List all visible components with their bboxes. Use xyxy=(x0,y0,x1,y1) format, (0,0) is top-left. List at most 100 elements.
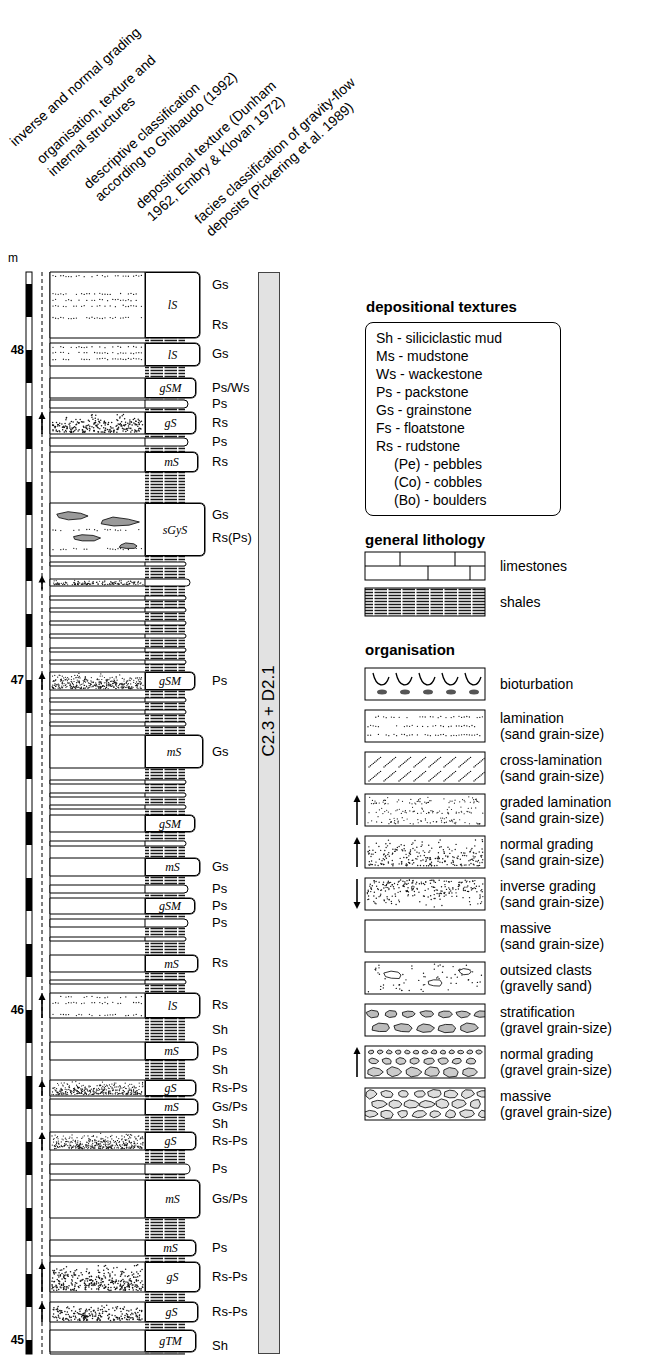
grain-dot xyxy=(98,1265,100,1267)
limestone-bed xyxy=(50,858,200,876)
grain-dot xyxy=(76,294,77,295)
grain-dot xyxy=(113,1089,114,1090)
grain-dot xyxy=(102,1089,103,1090)
grain-dot xyxy=(129,1141,130,1142)
grain-dot xyxy=(93,427,95,429)
grain-dot xyxy=(108,1092,109,1093)
column-divider xyxy=(145,793,146,797)
grain-dot xyxy=(111,1147,112,1148)
grain-dot xyxy=(129,1289,131,1291)
grain-dot xyxy=(78,1091,79,1092)
grain-dot xyxy=(59,688,60,689)
grain-dot xyxy=(87,680,88,681)
grain-dot xyxy=(137,1290,139,1292)
grain-dot xyxy=(64,584,65,585)
grain-dot xyxy=(123,1141,124,1142)
grain-dot xyxy=(100,1148,101,1149)
bed-outline xyxy=(50,412,196,434)
grain-dot xyxy=(63,1092,64,1093)
grain-dot xyxy=(100,1085,101,1086)
grain-dot xyxy=(136,300,137,301)
grain-dot xyxy=(133,682,134,683)
grain-dot xyxy=(73,1272,75,1274)
limestone-bed xyxy=(50,1042,198,1060)
grain-dot xyxy=(56,1092,57,1093)
grain-dot xyxy=(138,428,140,430)
grain-dot xyxy=(97,317,98,318)
grain-dot xyxy=(101,1087,102,1088)
grain-dot xyxy=(102,1138,103,1139)
grain-dot xyxy=(85,1145,86,1146)
grain-dot xyxy=(141,1003,142,1004)
grain-dot xyxy=(113,1281,115,1283)
grain-dot xyxy=(91,426,93,428)
grain-dot xyxy=(125,682,126,683)
grain-dot xyxy=(119,1093,120,1094)
grain-dot xyxy=(62,1084,63,1085)
grain-dot xyxy=(104,431,106,433)
grain-dot xyxy=(85,1088,86,1089)
grain-dot xyxy=(97,1093,98,1094)
grain-dot xyxy=(103,1094,104,1095)
grain-dot xyxy=(64,431,66,433)
grain-dot xyxy=(63,583,64,584)
grain-dot xyxy=(98,1147,99,1148)
grain-dot xyxy=(89,1139,90,1140)
grain-dot xyxy=(93,581,94,582)
grain-dot xyxy=(69,1136,70,1137)
bed-outline xyxy=(50,608,186,612)
grain-dot xyxy=(91,306,92,307)
grain-dot xyxy=(95,418,97,420)
bed-outline xyxy=(50,710,186,714)
grain-dot xyxy=(104,1015,105,1016)
grain-dot xyxy=(101,683,102,684)
grain-dot xyxy=(94,1148,95,1149)
grain-dot xyxy=(84,294,85,295)
grain-dot xyxy=(126,1145,127,1146)
grain-dot xyxy=(104,1002,105,1003)
grain-dot xyxy=(73,1092,74,1093)
grain-dot xyxy=(115,1014,116,1015)
grain-dot xyxy=(106,1148,107,1149)
grain-dot xyxy=(57,424,59,426)
grain-dot xyxy=(141,275,142,276)
grain-dot xyxy=(52,1014,53,1015)
grain-dot xyxy=(115,1141,116,1142)
grain-dot xyxy=(118,685,119,686)
grain-dot xyxy=(52,1270,54,1272)
grain-dot xyxy=(94,1139,95,1140)
grain-dot xyxy=(102,584,103,585)
limestone-bed xyxy=(50,400,188,408)
limestone-bed xyxy=(50,898,195,914)
grain-dot xyxy=(55,583,56,584)
grain-dot xyxy=(73,1088,74,1089)
grain-dot xyxy=(55,1144,56,1145)
grain-dot xyxy=(89,293,90,294)
grain-dot xyxy=(58,1094,59,1095)
grain-dot xyxy=(55,684,56,685)
grain-dot xyxy=(114,1282,116,1284)
grain-dot xyxy=(111,582,112,583)
grain-dot xyxy=(91,1144,92,1145)
grain-dot xyxy=(51,1094,52,1095)
grain-dot xyxy=(73,431,75,433)
grain-dot xyxy=(97,1270,99,1272)
grain-dot xyxy=(65,679,66,680)
grain-dot xyxy=(106,1141,107,1142)
grain-dot xyxy=(105,428,107,430)
grain-dot xyxy=(102,1081,103,1082)
grain-dot xyxy=(96,1093,97,1094)
grain-dot xyxy=(137,1094,138,1095)
grain-dot xyxy=(60,680,61,681)
grain-dot xyxy=(128,306,129,307)
grain-dot xyxy=(140,1137,141,1138)
grain-dots xyxy=(51,1133,143,1150)
grain-dot xyxy=(109,677,110,678)
grain-dot xyxy=(128,317,129,318)
grain-dot xyxy=(58,1092,59,1093)
grain-dot xyxy=(92,582,93,583)
grain-dot xyxy=(126,681,127,682)
grain-dot xyxy=(107,1140,108,1141)
grain-dot xyxy=(70,1145,71,1146)
grain-dot xyxy=(99,1148,100,1149)
